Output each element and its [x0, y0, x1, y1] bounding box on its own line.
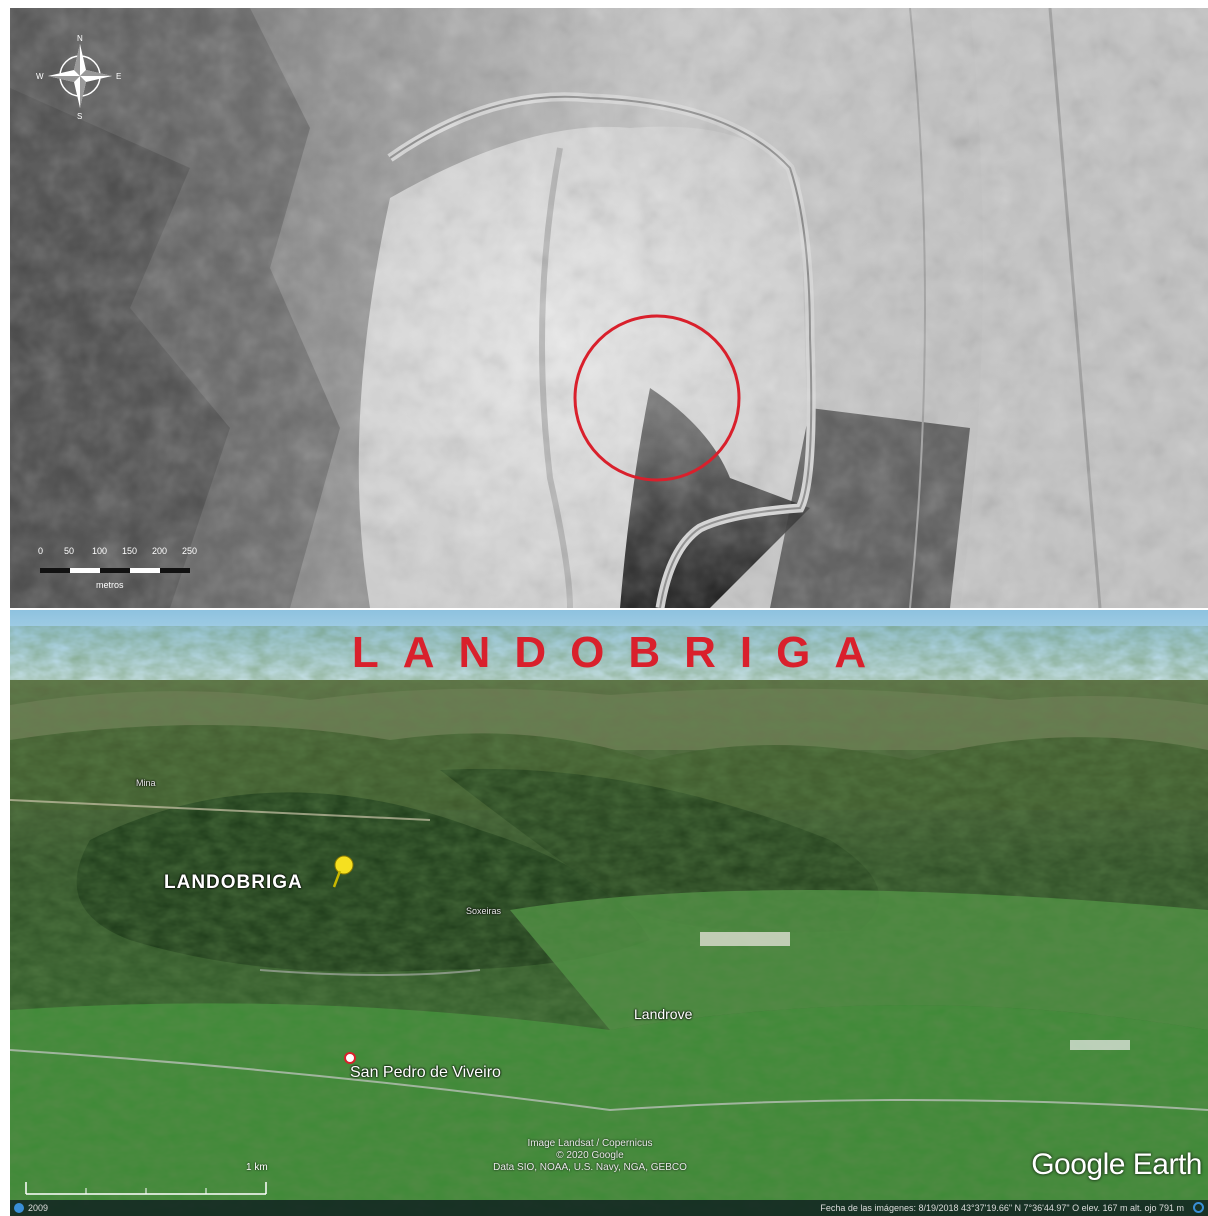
watermark-google: Google — [1031, 1148, 1125, 1181]
compass-w: W — [36, 72, 44, 81]
scale-label-1km: 1 km — [246, 1162, 268, 1173]
map-scale-bar: 0 50 100 150 200 250 metros — [38, 546, 197, 590]
tour-guide-icon[interactable] — [14, 1203, 24, 1213]
scale-tick-50: 50 — [64, 546, 74, 556]
attribution-line-1: Image Landsat / Copernicus — [527, 1138, 653, 1149]
earth-scale-bar — [25, 1182, 267, 1195]
attribution-line-2: © 2020 Google — [556, 1150, 624, 1161]
scale-tick-0: 0 — [38, 546, 43, 556]
label-soxeiras[interactable]: Soxeiras — [466, 906, 502, 916]
status-bar: 2009 Fecha de las imágenes: 8/19/2018 43… — [10, 1200, 1208, 1216]
scale-tick-250: 250 — [182, 546, 197, 556]
imagery-attribution: Image Landsat / Copernicus © 2020 Google… — [430, 1138, 750, 1174]
hillshade-relief: N E S W 0 50 100 150 200 250 metros — [10, 8, 1208, 608]
compass-s: S — [77, 112, 82, 121]
label-landrove[interactable]: Landrove — [634, 1006, 693, 1022]
scale-tick-200: 200 — [152, 546, 167, 556]
status-readout: Fecha de las imágenes: 8/19/2018 43°37'1… — [820, 1203, 1184, 1213]
google-earth-watermark: Google Earth — [1031, 1148, 1202, 1182]
scale-unit: metros — [96, 580, 124, 590]
google-earth-view: LANDOBRIGA LANDOBRIGA Mina Soxeiras Land… — [10, 610, 1208, 1216]
compass-n: N — [77, 34, 83, 43]
site-highlight-circle — [573, 314, 741, 482]
watermark-earth: Earth — [1124, 1148, 1203, 1181]
lidar-hillshade-map: N E S W 0 50 100 150 200 250 metros — [10, 8, 1208, 608]
scale-tick-100: 100 — [92, 546, 107, 556]
navigation-icon[interactable] — [1193, 1202, 1204, 1213]
label-mina[interactable]: Mina — [136, 778, 156, 788]
place-marker-dot[interactable] — [344, 1052, 356, 1064]
compass-e: E — [116, 72, 121, 81]
compass-rose-icon: N E S W — [36, 34, 121, 121]
imagery-year[interactable]: 2009 — [28, 1203, 49, 1213]
label-san-pedro-de-viveiro[interactable]: San Pedro de Viveiro — [350, 1064, 501, 1081]
yellow-pushpin-icon[interactable] — [332, 855, 354, 888]
attribution-line-3: Data SIO, NOAA, U.S. Navy, NGA, GEBCO — [493, 1162, 687, 1173]
landobriga-title: LANDOBRIGA — [351, 628, 891, 677]
label-landobriga[interactable]: LANDOBRIGA — [164, 872, 303, 893]
terrain-view — [10, 610, 1208, 1216]
scale-tick-150: 150 — [122, 546, 137, 556]
